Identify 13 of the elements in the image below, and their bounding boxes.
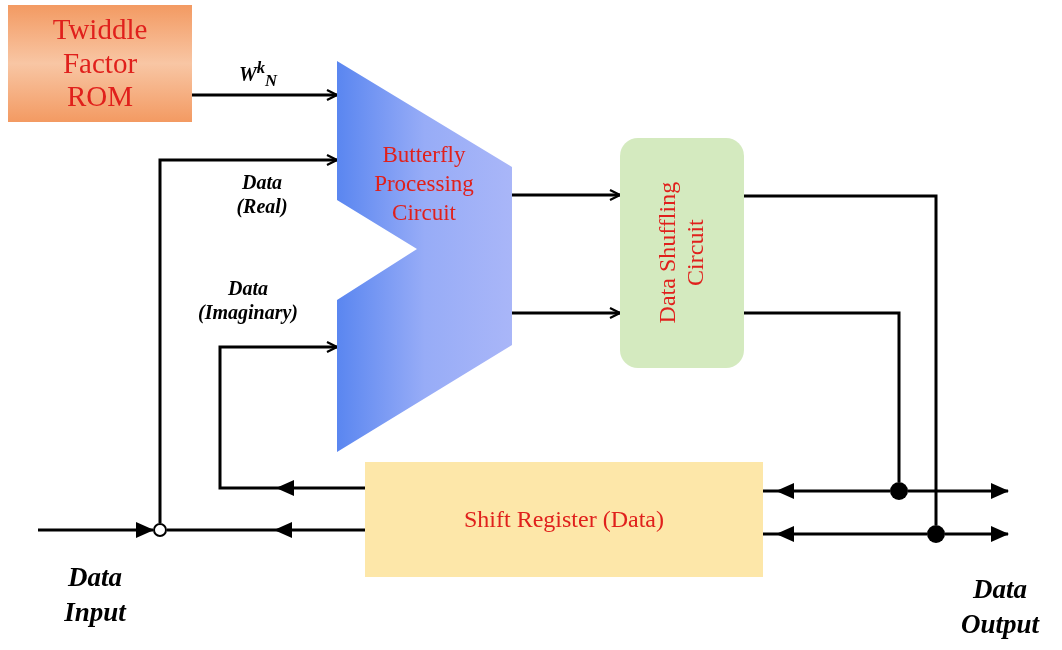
io-label: Data Output	[959, 573, 1041, 642]
io-label: Data Input	[63, 561, 128, 630]
node-label: Shift Register (Data)	[464, 506, 664, 533]
node-label: Twiddle Factor ROM	[51, 12, 149, 115]
process-box	[8, 5, 192, 122]
junction-dot	[890, 482, 908, 500]
register-box	[365, 462, 763, 577]
process-box	[620, 138, 744, 368]
butterfly-unit-shape	[337, 61, 512, 452]
junction-circle	[153, 523, 167, 537]
node-label: Butterfly Processing Circuit	[373, 141, 475, 227]
node-label: Data Shuffling Circuit	[654, 181, 709, 326]
junction-dot	[927, 525, 945, 543]
